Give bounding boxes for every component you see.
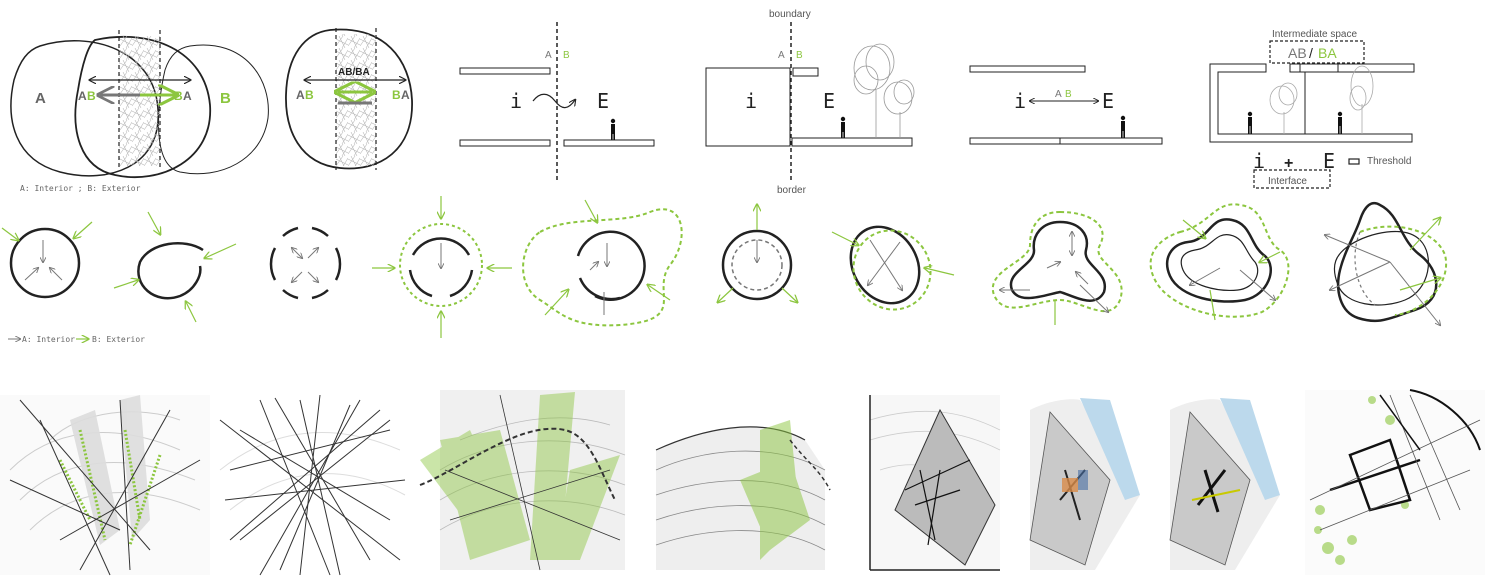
- intermediate-ba: BA: [1318, 45, 1337, 61]
- person-icon: [610, 118, 616, 140]
- arrow-left-b: B: [87, 89, 96, 103]
- panel1-line-a: A: [545, 50, 552, 61]
- tree-sketch-icon: [853, 43, 915, 138]
- equals-icon: [1348, 158, 1360, 165]
- form-blob: [522, 199, 683, 327]
- venn-diagram: A B A B B A A: Interior ; B: Exterior: [10, 30, 269, 193]
- form-double-circle: [718, 205, 797, 302]
- intermediate-title: Intermediate space: [1272, 29, 1357, 40]
- overlap-left-a: A: [296, 88, 305, 102]
- person-icon: [1337, 111, 1343, 134]
- border-label: border: [777, 185, 807, 196]
- person-icon: [1247, 111, 1253, 134]
- overlap-center-label: AB/BA: [338, 67, 370, 78]
- panel2-line-a: A: [778, 50, 785, 61]
- form-open-teardrop: [113, 211, 237, 323]
- arrow-right-a: A: [183, 89, 192, 103]
- boundary-border-panel: boundary border A B i E: [705, 9, 915, 196]
- panel1-line-b: B: [563, 50, 570, 61]
- overlap-left-b: B: [305, 88, 314, 102]
- site-study-2: [219, 394, 406, 576]
- arrow-right-b: B: [174, 89, 183, 103]
- threshold-panel: i E A B: [969, 65, 1163, 145]
- panel2-line-b: B: [796, 50, 803, 61]
- center-lens-outline: [74, 36, 211, 179]
- person-icon: [1120, 115, 1126, 138]
- panel3-exterior: E: [1102, 89, 1114, 113]
- overlap-diagram: AB/BA A B B A: [285, 28, 413, 170]
- site-study-7: [1169, 398, 1280, 570]
- circle-a-label: A: [35, 90, 46, 107]
- overlap-right-a: A: [401, 88, 410, 102]
- panel1-interior: i: [510, 89, 522, 113]
- circle-b-label: B: [220, 90, 231, 107]
- intermediate-space-panel: Intermediate space AB / BA: [1209, 29, 1415, 189]
- site-study-row: [0, 389, 1485, 576]
- row2-legend-a: A: Interior: [22, 335, 75, 344]
- venn-legend: A: Interior ; B: Exterior: [20, 184, 141, 193]
- panel3-a: A: [1055, 89, 1062, 100]
- intermediate-exterior: E: [1323, 149, 1335, 173]
- site-study-3: [419, 390, 626, 571]
- form-tilted-ellipse: [831, 225, 955, 311]
- site-study-1: [0, 395, 210, 576]
- interior-exterior-panel: A B i E: [459, 22, 655, 182]
- arrow-left-a: A: [78, 89, 87, 103]
- form-complex-blob: [1149, 203, 1290, 321]
- overlap-right-b: B: [392, 88, 401, 102]
- site-study-4: [655, 420, 831, 570]
- wave-arrow: [532, 93, 575, 109]
- form-trefoil: [991, 210, 1123, 325]
- panel2-interior: i: [745, 89, 757, 113]
- form-overlapping-blobs: [1325, 201, 1448, 325]
- panel2-exterior: E: [823, 89, 835, 113]
- intermediate-interior: i: [1253, 149, 1265, 173]
- panel3-b: B: [1065, 89, 1072, 100]
- overlap-hatched-band: [336, 34, 376, 166]
- intermediate-ab: AB: [1288, 45, 1307, 61]
- boundary-label: boundary: [769, 9, 811, 20]
- form-diagram-row: A: Interior B: Exterior: [1, 196, 1448, 344]
- form-dashed-ring: [372, 196, 512, 338]
- intermediate-plus: +: [1284, 155, 1293, 172]
- panel1-exterior: E: [597, 89, 609, 113]
- row2-legend-b: B: Exterior: [92, 335, 145, 344]
- circle-b-outline: [158, 44, 269, 175]
- site-study-8: [1305, 389, 1485, 575]
- intermediate-slash: /: [1309, 45, 1313, 61]
- form-closed-circle: [1, 221, 93, 299]
- threshold-label: Threshold: [1367, 156, 1411, 167]
- site-study-5: [869, 395, 1001, 571]
- interface-label: Interface: [1268, 176, 1307, 187]
- hatched-boundary-band: [119, 36, 160, 166]
- panel3-interior: i: [1014, 89, 1026, 113]
- form-broken-circle: [269, 226, 342, 300]
- overlap-outline: [285, 28, 413, 170]
- site-study-6: [1029, 398, 1140, 570]
- person-icon: [840, 116, 846, 138]
